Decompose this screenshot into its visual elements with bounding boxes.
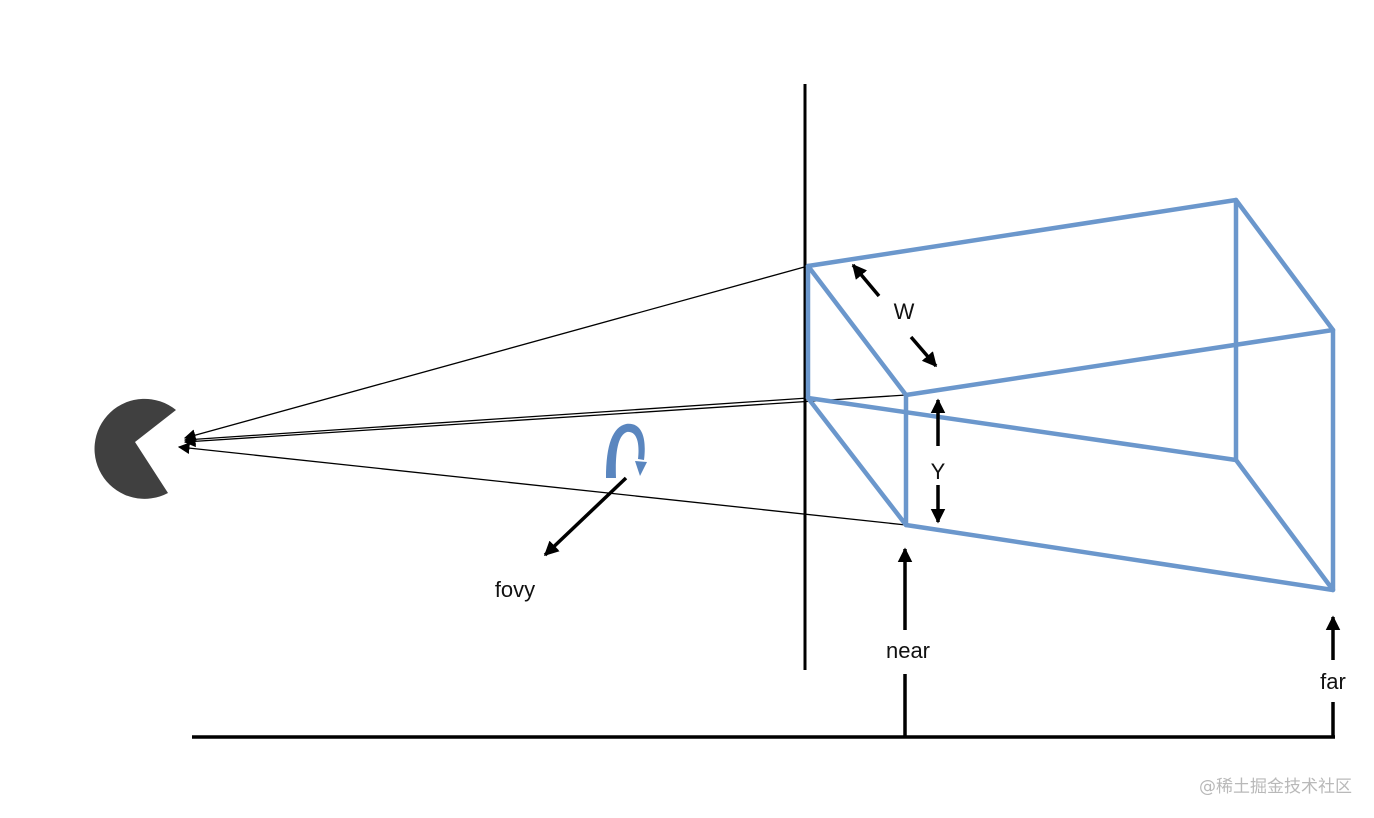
projection-ray-middle xyxy=(183,397,809,446)
fovy-label: fovy xyxy=(495,577,535,602)
projection-ray-bottom xyxy=(177,442,907,526)
frustum-edge-top-right xyxy=(903,327,1336,398)
curved-rotation-arrow-icon xyxy=(606,423,647,478)
width-arrow-upper xyxy=(851,263,881,298)
frustum-edge-bottom-left xyxy=(805,395,1239,463)
projection-ray-top xyxy=(183,265,809,441)
projection-ray-mid-upper xyxy=(183,394,907,448)
projection-rays xyxy=(177,265,907,526)
view-frustum xyxy=(805,197,1336,593)
pacman-eye-icon xyxy=(94,398,176,499)
width-arrow-lower xyxy=(909,335,938,368)
near-label: near xyxy=(886,638,930,663)
far-plane xyxy=(1233,197,1336,593)
watermark-text: @稀土掘金技术社区 xyxy=(1199,777,1352,797)
frustum-edge-top-left xyxy=(805,197,1239,269)
width-label: W xyxy=(894,299,915,324)
fovy-pointer-arrow xyxy=(543,476,628,557)
far-label: far xyxy=(1320,669,1346,694)
frustum-edge-bottom-right xyxy=(903,522,1336,593)
height-label: Y xyxy=(931,459,946,484)
